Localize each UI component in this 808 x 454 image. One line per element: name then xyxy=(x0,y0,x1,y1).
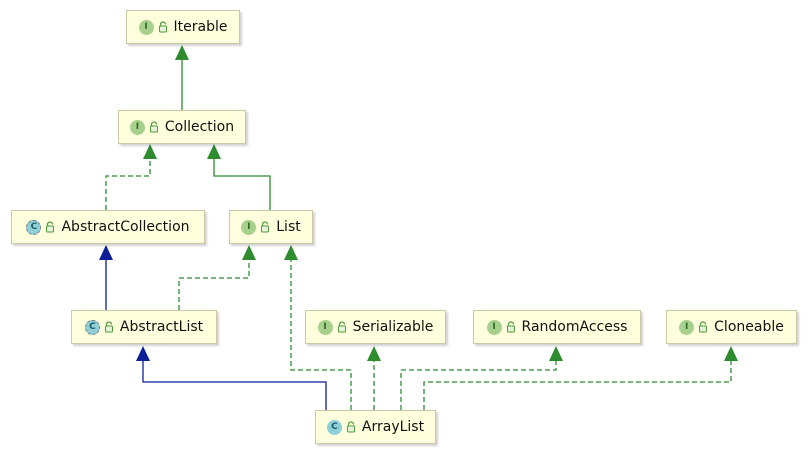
interface-badge-icon: I xyxy=(679,319,695,335)
node-collection[interactable]: I Collection xyxy=(118,110,246,144)
node-label: Iterable xyxy=(173,19,228,35)
edge-abstractlist-extends-abstractcollection xyxy=(99,245,113,310)
edge-arraylist-implements-randomaccess xyxy=(400,346,563,410)
arrowhead xyxy=(724,346,738,361)
node-label: Cloneable xyxy=(714,319,784,335)
node-label: ArrayList xyxy=(361,419,425,435)
class-badge-icon: C xyxy=(326,419,342,435)
node-iterable[interactable]: I Iterable xyxy=(126,10,240,44)
edge-arraylist-implements-cloneable xyxy=(423,346,738,410)
interface-badge-icon: I xyxy=(317,319,333,335)
edge-arraylist-extends-abstractlist xyxy=(136,346,327,410)
arrowhead xyxy=(143,144,157,159)
node-label: Collection xyxy=(164,119,235,135)
node-randomaccess[interactable]: I RandomAccess xyxy=(473,310,641,344)
public-lock-icon xyxy=(149,121,158,133)
public-lock-icon xyxy=(104,321,113,333)
public-lock-icon xyxy=(46,221,55,233)
edge-arraylist-implements-list xyxy=(284,245,352,410)
node-abstractlist[interactable]: C AbstractList xyxy=(71,310,217,344)
node-label: RandomAccess xyxy=(521,319,628,335)
node-serializable[interactable]: I Serializable xyxy=(305,310,446,344)
public-lock-icon xyxy=(346,421,355,433)
interface-badge-icon: I xyxy=(241,219,257,235)
interface-badge-icon: I xyxy=(129,119,145,135)
public-lock-icon xyxy=(158,21,167,33)
node-label: AbstractList xyxy=(119,319,204,335)
node-label: AbstractCollection xyxy=(61,219,190,235)
edge-list-extends-collection xyxy=(207,144,271,210)
node-cloneable[interactable]: I Cloneable xyxy=(666,310,797,344)
node-abstractcollection[interactable]: C AbstractCollection xyxy=(11,210,205,244)
edge-abstractcollection-implements-collection xyxy=(105,144,157,210)
interface-badge-icon: I xyxy=(486,319,502,335)
public-lock-icon xyxy=(337,321,346,333)
node-label: List xyxy=(276,219,301,235)
arrowhead xyxy=(242,245,256,260)
arrowhead xyxy=(136,346,150,361)
public-lock-icon xyxy=(699,321,708,333)
node-list[interactable]: I List xyxy=(229,210,313,244)
public-lock-icon xyxy=(506,321,515,333)
public-lock-icon xyxy=(261,221,270,233)
arrowhead xyxy=(549,346,563,361)
arrowhead xyxy=(284,245,298,260)
abstract-class-badge-icon: C xyxy=(84,319,100,335)
arrowhead xyxy=(207,144,221,159)
arrowhead xyxy=(99,245,113,260)
edge-collection-extends-iterable xyxy=(175,45,189,110)
edge-arraylist-implements-serializable xyxy=(367,346,381,410)
edge-abstractlist-implements-list xyxy=(178,245,256,310)
node-arraylist[interactable]: C ArrayList xyxy=(315,410,436,444)
abstract-class-badge-icon: C xyxy=(26,219,42,235)
arrowhead xyxy=(175,45,189,60)
node-label: Serializable xyxy=(352,319,434,335)
arrowhead xyxy=(367,346,381,361)
interface-badge-icon: I xyxy=(138,19,154,35)
